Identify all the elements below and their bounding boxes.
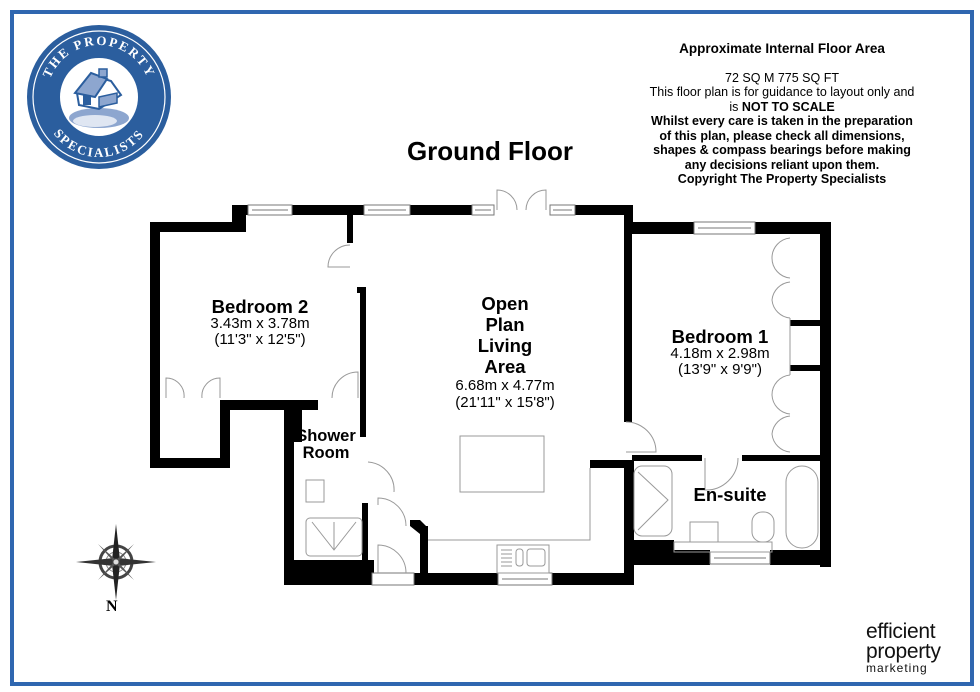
room-en-suite: En-suite: [670, 484, 790, 505]
room-name-line-2: Plan: [485, 314, 525, 335]
floor-area-value: 72 SQ M 775 SQ FT: [725, 70, 839, 85]
room-name-line-4: Area: [484, 356, 526, 377]
room-dim-metric: 3.43m x 3.78m: [210, 315, 310, 333]
brand-line-2: property: [866, 640, 941, 663]
disclaimer-line-3: shapes & compass bearings before making: [653, 143, 911, 157]
room-dim-imperial: (11'3" x 12'5"): [214, 331, 306, 349]
room-dim-imperial: (21'11" x 15'8"): [455, 394, 555, 411]
brand-line-3: marketing: [866, 661, 928, 675]
room-dim-imperial: (13'9" x 9'9"): [678, 361, 762, 379]
disclaimer-line-1: Whilst every care is taken in the prepar…: [651, 114, 913, 128]
compass-north-label: N: [106, 598, 118, 615]
room-name-line-1: Shower: [296, 427, 356, 445]
room-name-line-1: Open: [481, 293, 529, 314]
guidance-prefix: is: [729, 99, 742, 114]
guidance-line-2: is NOT TO SCALE: [612, 100, 952, 115]
windows: [247, 204, 771, 586]
room-dim-metric: 4.18m x 2.98m: [670, 345, 770, 363]
room-name: En-suite: [693, 484, 767, 505]
efficient-property-marketing-logo: efficient property marketing: [866, 620, 962, 675]
notes-title: Approximate Internal Floor Area: [679, 41, 885, 56]
disclaimer-line-2: of this plan, please check all dimension…: [659, 128, 905, 143]
copyright: Copyright The Property Specialists: [677, 172, 887, 186]
guidance-line-1: This floor plan is for guidance to layou…: [649, 85, 915, 99]
disclaimer-line-4: any decisions reliant upon them.: [684, 157, 880, 172]
brand-line-1: efficient: [866, 620, 936, 643]
room-name-line-2: Room: [302, 444, 350, 463]
compass-rose-icon: [76, 524, 156, 600]
walls: [150, 205, 831, 585]
room-bedroom-2: Bedroom 2 3.43m x 3.78m (11'3" x 12'5"): [175, 297, 345, 348]
doors-and-fixtures: [165, 189, 819, 574]
the-property-specialists-logo: THE PROPERTY SPECIALISTS: [27, 25, 171, 169]
floor-area-notes: Approximate Internal Floor Area 72 SQ M …: [612, 41, 952, 187]
room-open-plan-living-area: Open Plan Living Area 6.68m x 4.77m (21'…: [420, 293, 590, 411]
room-name: Bedroom 2: [211, 296, 309, 317]
not-to-scale: NOT TO SCALE: [741, 99, 835, 114]
room-bedroom-1: Bedroom 1 4.18m x 2.98m (13'9" x 9'9"): [635, 327, 805, 378]
room-dim-metric: 6.68m x 4.77m: [455, 377, 555, 394]
room-name-line-3: Living: [477, 335, 533, 356]
room-shower-room: Shower Room: [288, 427, 364, 463]
floor-title: Ground Floor: [406, 136, 574, 166]
room-name: Bedroom 1: [671, 326, 769, 347]
